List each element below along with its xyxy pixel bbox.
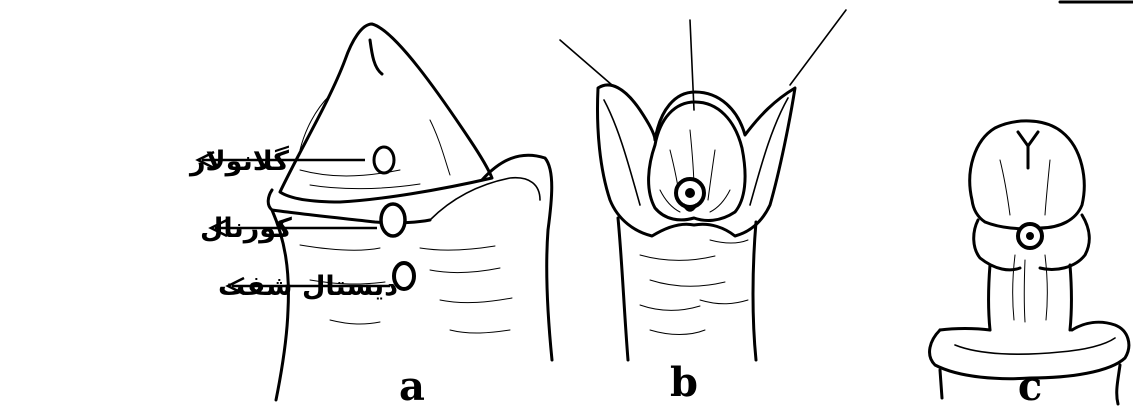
panel-letter-b: b [670,359,698,406]
label-distal-shaft: دیستال شفت [218,271,398,302]
panel-c-shaft-lines [1013,255,1048,322]
panel-c-base-inner [955,338,1115,354]
panel-b-shaft-right [753,222,756,360]
panel-b-suture-right [790,10,846,85]
panel-b-wing-left-inner [604,100,640,205]
panel-letter-a: a [399,363,425,410]
panel-c-glans-mark [1018,132,1038,168]
panel-b-shaft-left [618,218,628,360]
panel-a-coronal-marker [381,204,405,236]
panel-b-suture-left [560,40,612,85]
panel-b-meatus-center [685,188,695,198]
panel-letter-c: c [1018,363,1042,410]
panel-c: c [930,121,1129,410]
panel-a-glanular-marker [374,147,394,173]
panel-b-shaft-wrinkles [640,240,748,335]
label-coronal: کورنال [200,213,292,244]
panel-c-base-left [940,329,990,331]
label-glanular: گلانولار [188,145,289,177]
panel-b: b [560,10,846,406]
panel-c-shaft-right [1070,265,1072,330]
panel-a-glans [280,24,492,202]
panel-a: گلانولار کورنال دیستال شفت a [188,24,552,410]
panel-c-shaft-left [989,265,991,330]
panel-c-meatus-center [1026,232,1034,240]
panel-a-prepuce [482,155,552,360]
panel-a-prepuce-inner [430,178,540,220]
panel-b-suture-middle [690,20,694,110]
panel-a-meatus [370,40,382,74]
panel-c-glans-shading [1000,160,1050,215]
panel-c-glans [970,121,1084,229]
